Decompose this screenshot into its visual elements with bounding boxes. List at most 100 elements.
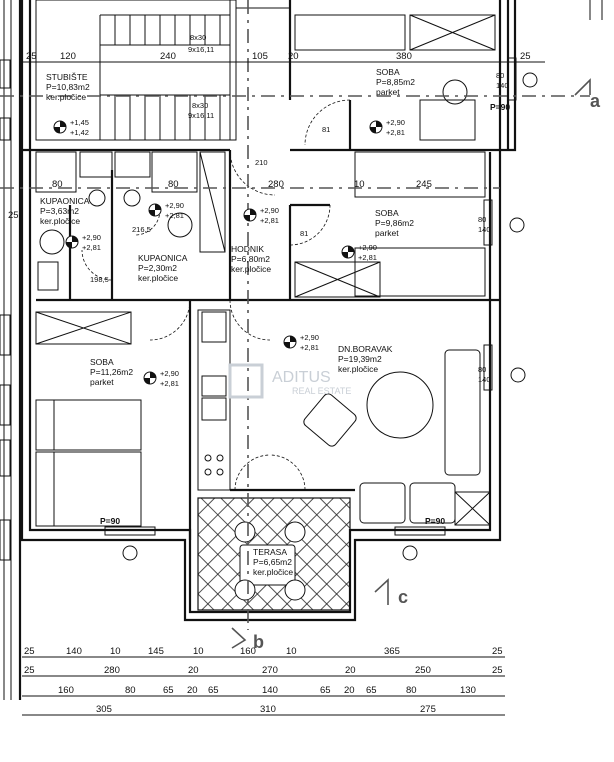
door-height: 198,5	[90, 275, 109, 284]
dim-value: 105	[252, 51, 268, 62]
level-marker-soba-mid: +2,90 +2,81	[341, 243, 377, 262]
level-marker-dnevni: +2,90 +2,81	[283, 333, 319, 352]
door-height: 216,5	[132, 225, 151, 234]
level-bottom: +2,81	[165, 211, 184, 220]
dim-value: 25	[492, 646, 503, 657]
dimension-row-4: 305 310 275	[22, 704, 505, 716]
stair-label: 9x16,11	[188, 111, 214, 120]
level-top: +1,45	[70, 118, 89, 127]
dim-value: 305	[96, 704, 112, 715]
dim-value: 130	[460, 685, 476, 696]
window-right-upper	[507, 57, 538, 101]
level-bottom: +2,81	[260, 216, 279, 225]
dim-value: 65	[163, 685, 174, 696]
level-marker-kupaonica-2: +2,90 +2,81	[148, 201, 184, 220]
dim-value: 145	[148, 646, 164, 657]
kitchen	[197, 309, 231, 491]
window-type: P=90	[100, 516, 120, 526]
left-neighbour-strip	[0, 0, 22, 700]
dimension-row-3: 160 80 65 20 65 140 65 20 65 80 130	[22, 685, 505, 697]
level-top: +2,90	[358, 243, 377, 252]
hallway-walls	[149, 149, 500, 341]
dimension-row-2: 25 280 20 270 20 250 25	[22, 665, 505, 677]
level-bottom: +2,81	[358, 253, 377, 262]
section-marker-a: a	[574, 78, 601, 111]
dim-value: 275	[420, 704, 436, 715]
dim-value: 25	[8, 210, 19, 221]
room-floor: ker.pločice	[231, 264, 271, 274]
room-area: P=11,26m2	[90, 367, 133, 377]
window-height: 140	[478, 375, 491, 384]
dim-value: 10	[286, 646, 297, 657]
dim-value: 250	[415, 665, 431, 676]
level-top: +2,90	[160, 369, 179, 378]
level-top: +2,90	[82, 233, 101, 242]
left-bedroom	[35, 300, 192, 561]
window-height: 140	[478, 225, 491, 234]
room-label-kupaonica-2: KUPAONICA P=2,30m2 ker.pločice	[138, 253, 188, 283]
dim-value: 80	[52, 179, 63, 190]
level-marker-kupaonica-1: +2,90 +2,81	[65, 233, 101, 252]
stair-label: 8x30	[192, 101, 208, 110]
stair-block	[35, 0, 290, 141]
dim-value: 120	[60, 51, 76, 62]
section-b-label: b	[253, 632, 264, 652]
dim-value: 245	[416, 179, 432, 190]
door-width: 81	[322, 125, 330, 134]
room-name: KUPAONICA	[40, 196, 90, 206]
dim-value: 240	[160, 51, 176, 62]
level-bottom: +2,81	[160, 379, 179, 388]
window-type: P=90	[490, 102, 510, 112]
room-name: SOBA	[376, 67, 400, 77]
room-name: KUPAONICA	[138, 253, 188, 263]
stair-label: 9x16,11	[188, 45, 214, 54]
room-name: HODNIK	[231, 244, 264, 254]
level-bottom: +1,42	[70, 128, 89, 137]
room-label-soba-top: SOBA P=8,85m2 parket	[376, 67, 415, 97]
room-floor: ker.pločice	[46, 92, 86, 102]
dim-value: 140	[262, 685, 278, 696]
opening-labels: 8x30 9x16,11 8x30 9x16,11 80 140 80 140 …	[90, 33, 510, 526]
room-area: P=2,30m2	[138, 263, 177, 273]
room-label-dnevni-boravak: DN.BORAVAK P=19,39m2 ker.pločice	[338, 344, 393, 374]
dim-value: 10	[110, 646, 121, 657]
dim-value: 365	[384, 646, 400, 657]
room-area: P=10,83m2	[46, 82, 90, 92]
room-area: P=9,86m2	[375, 218, 414, 228]
window-height: 140	[496, 81, 509, 90]
section-marker-b: b	[231, 627, 264, 652]
dim-value: 280	[104, 665, 120, 676]
level-marker-hodnik: +2,90 +2,81	[243, 206, 279, 225]
dim-value: 20	[345, 665, 356, 676]
dim-value: 280	[268, 179, 284, 190]
door-width: 81	[300, 229, 308, 238]
watermark-line1: ADITUS	[272, 369, 331, 386]
room-floor: ker.pločice	[138, 273, 178, 283]
room-name: SOBA	[375, 208, 399, 218]
dimension-top-row: 25 120 240 105 20 380 25	[22, 51, 545, 63]
room-floor: ker.pločice	[253, 567, 293, 577]
level-bottom: +2,81	[300, 343, 319, 352]
watermark-line2: REAL ESTATE	[292, 386, 351, 396]
level-bottom: +2,81	[82, 243, 101, 252]
level-marker-stubiste: +1,45 +1,42	[53, 118, 89, 137]
dim-value: 25	[26, 51, 37, 62]
dim-value: 160	[240, 646, 256, 657]
room-floor: ker.pločice	[338, 364, 378, 374]
middle-right-room	[294, 151, 525, 298]
dim-value: 20	[344, 685, 355, 696]
dim-value: 65	[366, 685, 377, 696]
top-right-room	[288, 0, 500, 152]
dim-value: 20	[187, 685, 198, 696]
dim-value: 10	[354, 179, 365, 190]
dimension-mid-row: 80 80 280 10 245 25	[8, 179, 432, 221]
dim-value: 25	[492, 665, 503, 676]
bathroom-block	[22, 148, 230, 302]
room-area: P=8,85m2	[376, 77, 415, 87]
room-label-soba-mid: SOBA P=9,86m2 parket	[375, 208, 414, 238]
stair-label: 8x30	[190, 33, 206, 42]
level-top: +2,90	[386, 118, 405, 127]
room-area: P=6,65m2	[253, 557, 292, 567]
room-floor: parket	[90, 377, 114, 387]
dim-value: 80	[406, 685, 417, 696]
